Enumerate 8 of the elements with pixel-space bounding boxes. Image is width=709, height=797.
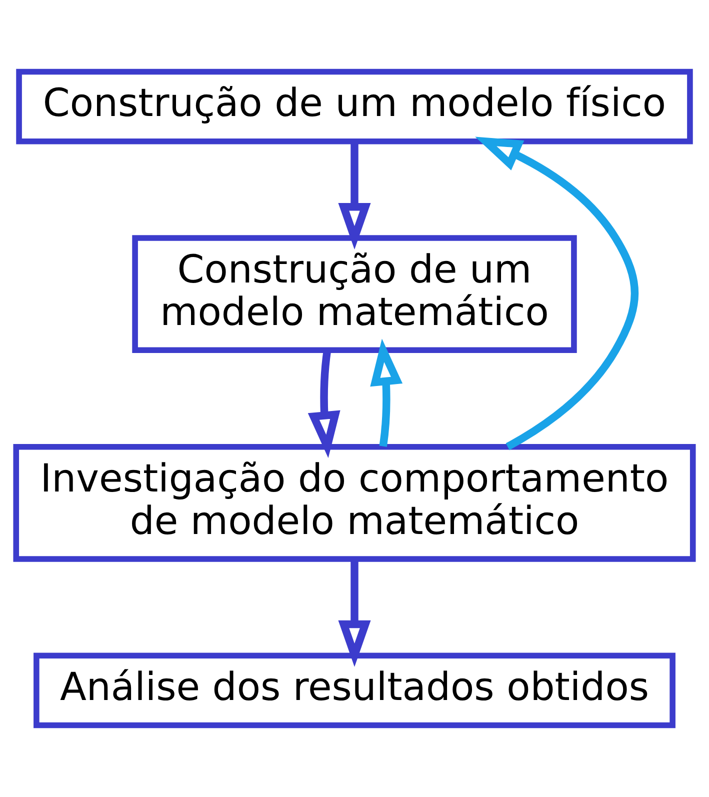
node-box: Análise dos resultados obtidos — [34, 652, 676, 728]
arrow — [338, 142, 371, 250]
node-box: Construção de um modelo matemático — [132, 235, 577, 354]
arrow — [338, 559, 371, 667]
node-box: Construção de um modelo físico — [16, 68, 693, 144]
arrow — [370, 338, 403, 447]
arrow — [475, 136, 639, 450]
node-box: Investigação do comportamento de modelo matemático — [13, 444, 696, 562]
